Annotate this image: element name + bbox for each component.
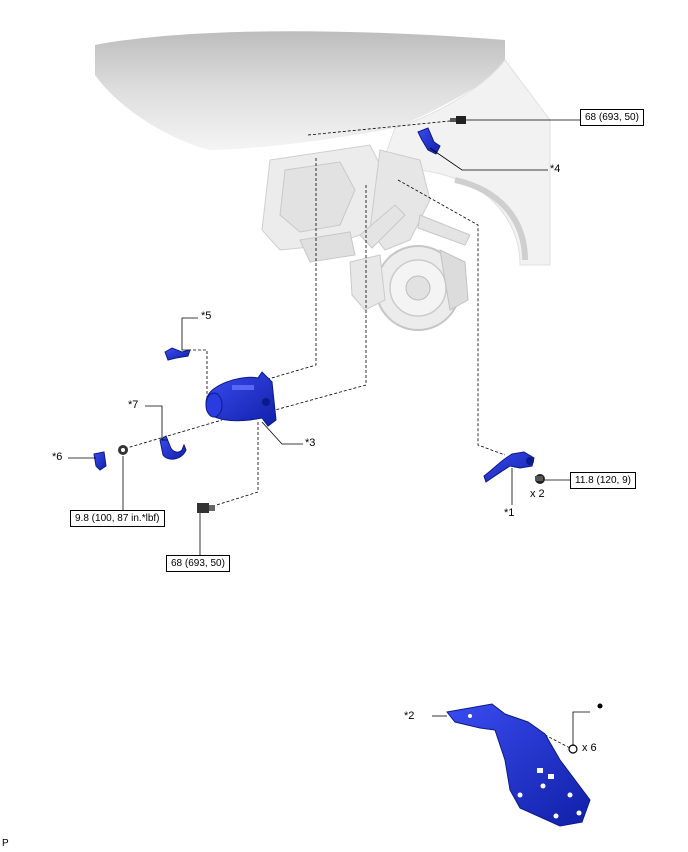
callout-4: *4 <box>550 163 561 175</box>
cover-part-2 <box>446 703 591 827</box>
callout-1: *1 <box>504 507 515 519</box>
torque-label-nut: 9.8 (100, 87 in.*lbf) <box>70 510 165 527</box>
torque-label-small: 11.8 (120, 9) <box>570 472 636 489</box>
nut-icon <box>118 445 128 455</box>
quantity-x2: x 2 <box>530 488 545 500</box>
callout-7: *7 <box>128 399 139 411</box>
callout-6: *6 <box>52 451 63 463</box>
connector-part-6 <box>93 451 107 471</box>
vehicle-body <box>95 31 551 331</box>
bracket-part-4 <box>417 127 441 155</box>
bullet-dot-icon <box>597 703 603 709</box>
starter-assembly <box>205 371 277 427</box>
torque-label-top: 68 (693, 50) <box>580 109 644 126</box>
callout-3: *3 <box>305 437 316 449</box>
corner-code: P <box>2 838 9 849</box>
bracket-part-7 <box>159 435 187 460</box>
harness-part-1 <box>483 451 535 483</box>
bolt-icon-bottom <box>197 503 215 513</box>
callout-5: *5 <box>201 310 212 322</box>
leader-lines <box>68 119 590 746</box>
bracket-part-5 <box>164 347 191 361</box>
callout-2: *2 <box>404 710 415 722</box>
clip-icon <box>568 744 578 754</box>
quantity-x6: x 6 <box>582 742 597 754</box>
bolt-icon-small <box>535 474 545 484</box>
torque-label-bottom: 68 (693, 50) <box>166 555 230 572</box>
bolt-icon-top <box>450 116 466 124</box>
